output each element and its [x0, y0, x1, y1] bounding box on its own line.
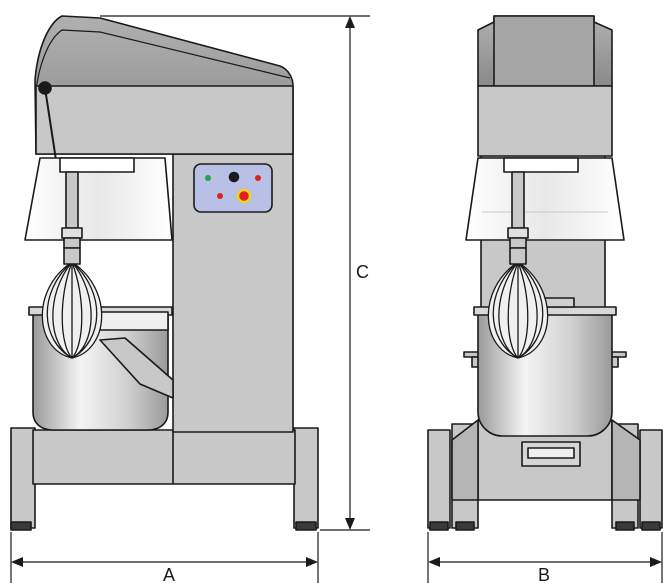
led-green: [205, 175, 211, 181]
front-view: [427, 15, 663, 531]
side-right-leg: [293, 427, 319, 529]
dimension-lines: [10, 15, 663, 583]
side-head-box: [35, 85, 294, 155]
front-head-box: [477, 85, 613, 157]
led-red-right: [255, 175, 261, 181]
start-button: [236, 188, 252, 204]
dimension-c-label: C: [356, 262, 369, 282]
bowl-arm: [99, 337, 174, 399]
front-right-outer-leg: [639, 429, 663, 529]
dimension-b-label: B: [538, 565, 550, 583]
side-left-leg: [10, 427, 36, 529]
side-view: [10, 15, 319, 531]
front-shaft: [511, 171, 525, 229]
control-panel: [193, 163, 273, 213]
side-shaft: [65, 171, 79, 229]
front-left-outer-leg: [427, 429, 451, 529]
stop-button: [228, 171, 240, 183]
led-red-left: [217, 193, 223, 199]
front-whisk: [487, 261, 549, 359]
dimension-a-label: A: [163, 565, 175, 583]
side-whisk: [41, 261, 103, 359]
side-base-bar: [32, 429, 296, 485]
